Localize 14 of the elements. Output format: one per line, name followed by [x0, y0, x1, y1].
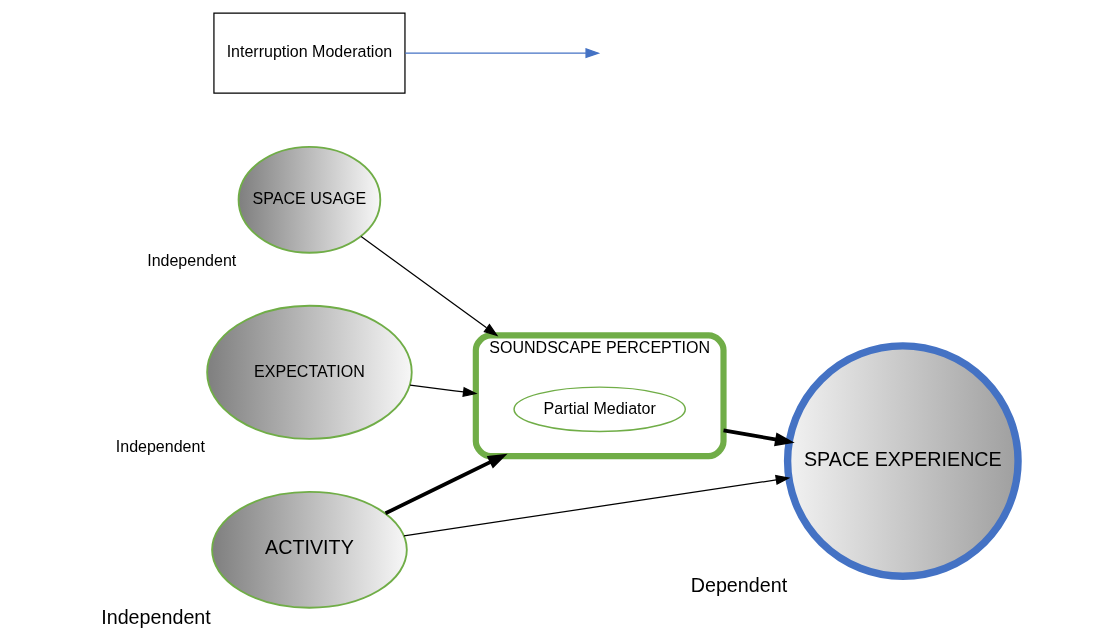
node-label: Independent — [146, 250, 236, 269]
node-box: Interruption Moderation — [212, 12, 406, 94]
arrow — [360, 235, 498, 337]
arrow — [404, 47, 600, 59]
node-label: Independent — [100, 605, 211, 628]
arrow — [722, 428, 795, 447]
arrow — [402, 474, 790, 537]
arrow — [409, 384, 478, 398]
node-ellipse: ACTIVITY — [210, 490, 408, 609]
node-ellipse: EXPECTATION — [205, 304, 413, 440]
node-ellipse: Partial Mediator — [512, 386, 686, 433]
node-label: Independent — [115, 436, 205, 455]
node-ellipse: SPACE USAGE — [237, 145, 381, 254]
arrow — [384, 453, 508, 515]
